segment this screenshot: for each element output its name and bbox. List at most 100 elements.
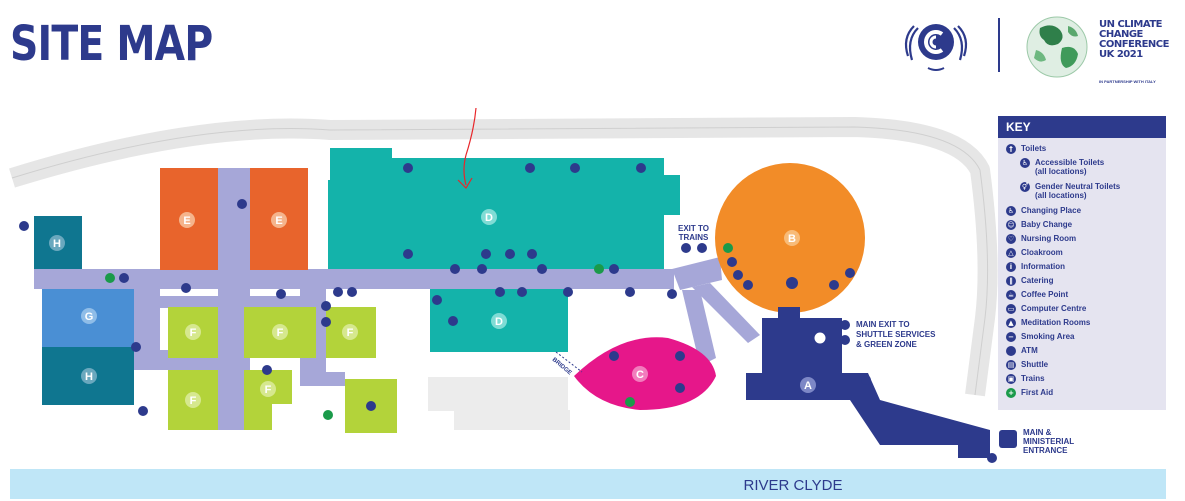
information-icon: i <box>1006 262 1016 272</box>
svg-text:B: B <box>788 233 796 245</box>
zone-label-c: C <box>632 366 648 382</box>
gender-neutral-toilets-icon: ⚥ <box>1020 182 1030 192</box>
key-item: ☕ Coffee Point <box>1006 290 1166 304</box>
svg-text:H: H <box>85 371 93 383</box>
key-item: ATM <box>1006 346 1166 360</box>
svg-text:F: F <box>265 384 272 396</box>
key-item: ∥ Catering <box>1006 276 1166 290</box>
key-item-label: Catering <box>1021 276 1054 285</box>
zone-d-north <box>328 158 680 269</box>
annotation-arrow <box>457 107 477 189</box>
key-item: + First Aid <box>1006 388 1166 402</box>
changing-place-icon: ♿ <box>1006 206 1016 216</box>
first-aid-markers <box>105 243 733 420</box>
svg-text:C: C <box>636 369 644 381</box>
key-item-label: Shuttle <box>1021 360 1049 369</box>
page-title: SITE MAP <box>10 16 213 72</box>
svg-text:D: D <box>495 316 503 328</box>
nursing-room-icon: ♡ <box>1006 234 1016 244</box>
key-item-label: Toilets <box>1021 144 1047 153</box>
key-item: ☺ Baby Change <box>1006 220 1166 234</box>
toilet-markers <box>119 163 997 463</box>
key-item-label: Accessible Toilets (all locations) <box>1035 158 1105 176</box>
key-list: † Toilets ♿ Accessible Toilets (all locatio… <box>998 138 1166 402</box>
svg-text:E: E <box>275 215 282 227</box>
svg-text:D: D <box>485 212 493 224</box>
baby-change-icon: ☺ <box>1006 220 1016 230</box>
key-item-label: Meditation Rooms <box>1021 318 1091 327</box>
zone-label-e: E E <box>179 212 287 228</box>
key-item-label: Smoking Area <box>1021 332 1075 341</box>
key-item: ⚥ Gender Neutral Toilets (all locations) <box>1006 182 1166 206</box>
conference-name: UN CLIMATE CHANGE CONFERENCE UK 2021 <box>1099 19 1169 60</box>
svg-text:G: G <box>85 311 94 323</box>
zone-label-g: G <box>81 308 97 324</box>
key-item-label: ATM <box>1021 346 1038 355</box>
key-item-label: Information <box>1021 262 1065 271</box>
map-key: KEY † Toilets ♿ Accessible Toilets (all loc… <box>998 116 1166 410</box>
key-item-label: First Aid <box>1021 388 1054 397</box>
key-item-label: Trains <box>1021 374 1045 383</box>
key-item-label: Nursing Room <box>1021 234 1077 243</box>
svg-text:F: F <box>190 327 197 339</box>
meditation-rooms-icon: ▲ <box>1006 318 1016 328</box>
cloakroom-icon: △ <box>1006 248 1016 258</box>
river-clyde: RIVER CLYDE <box>10 469 1166 499</box>
accessible-toilets-icon: ♿ <box>1020 158 1030 168</box>
key-item-label: Baby Change <box>1021 220 1073 229</box>
zone-label-f: F F F F F <box>185 324 358 408</box>
key-item: ▭ Computer Centre <box>1006 304 1166 318</box>
key-item: ▲ Meditation Rooms <box>1006 318 1166 332</box>
key-item: ▤ Shuttle <box>1006 360 1166 374</box>
main-entrance-label: MAIN & MINISTERIAL ENTRANCE <box>1023 428 1075 455</box>
svg-text:A: A <box>804 380 812 392</box>
shuttle-icon: ▤ <box>1006 360 1016 370</box>
river-label: RIVER CLYDE <box>743 477 843 494</box>
partnership-text: IN PARTNERSHIP WITH ITALY <box>1099 79 1156 84</box>
svg-text:E: E <box>183 215 190 227</box>
smoking-area-icon: − <box>1006 332 1016 342</box>
key-item: △ Cloakroom <box>1006 248 1166 262</box>
toilets-icon: † <box>1006 144 1016 154</box>
bridge-line <box>555 351 583 373</box>
zone-label-a: A <box>800 377 816 393</box>
atm-icon <box>1006 346 1016 356</box>
key-item-label: Gender Neutral Toilets (all locations) <box>1035 182 1121 200</box>
svg-text:F: F <box>347 327 354 339</box>
main-exit-label: MAIN EXIT TO SHUTTLE SERVICES & GREEN ZO… <box>856 320 936 349</box>
zone-f-5 <box>244 370 292 430</box>
computer-centre-icon: ▭ <box>1006 304 1016 314</box>
bridge-label: BRIDGE <box>551 357 573 377</box>
coffee-point-icon: ☕ <box>1006 290 1016 300</box>
zone-label-d: D D <box>481 209 507 329</box>
key-item: ♿ Changing Place <box>1006 206 1166 220</box>
svg-text:F: F <box>190 395 197 407</box>
key-item: ♿ Accessible Toilets (all locations) <box>1006 158 1166 182</box>
key-item-label: Coffee Point <box>1021 290 1069 299</box>
key-item: i Information <box>1006 262 1166 276</box>
other-markers <box>19 221 1017 448</box>
key-item: ♡ Nursing Room <box>1006 234 1166 248</box>
zone-d-small <box>330 148 392 180</box>
zone-label-h: H H <box>49 235 97 384</box>
corridors <box>34 168 760 430</box>
key-item-label: Cloakroom <box>1021 248 1063 257</box>
un-climate-change-logo-icon <box>904 24 968 71</box>
logo-divider <box>998 18 1000 72</box>
first-aid-icon: + <box>1006 388 1016 398</box>
key-item-label: Computer Centre <box>1021 304 1087 313</box>
key-item: −Smoking Area <box>1006 332 1166 346</box>
exit-to-trains-label: EXIT TO TRAINS <box>678 224 709 242</box>
catering-icon: ∥ <box>1006 276 1016 286</box>
key-item: ▣ Trains <box>1006 374 1166 388</box>
trains-icon: ▣ <box>1006 374 1016 384</box>
grey-building <box>428 377 568 411</box>
key-title: KEY <box>998 116 1166 138</box>
svg-text:F: F <box>277 327 284 339</box>
key-item-label: Changing Place <box>1021 206 1082 215</box>
svg-text:H: H <box>53 238 61 250</box>
zone-label-b: B <box>784 230 800 246</box>
key-item: † Toilets <box>1006 144 1166 158</box>
cop26-globe-logo-icon <box>1026 16 1088 78</box>
